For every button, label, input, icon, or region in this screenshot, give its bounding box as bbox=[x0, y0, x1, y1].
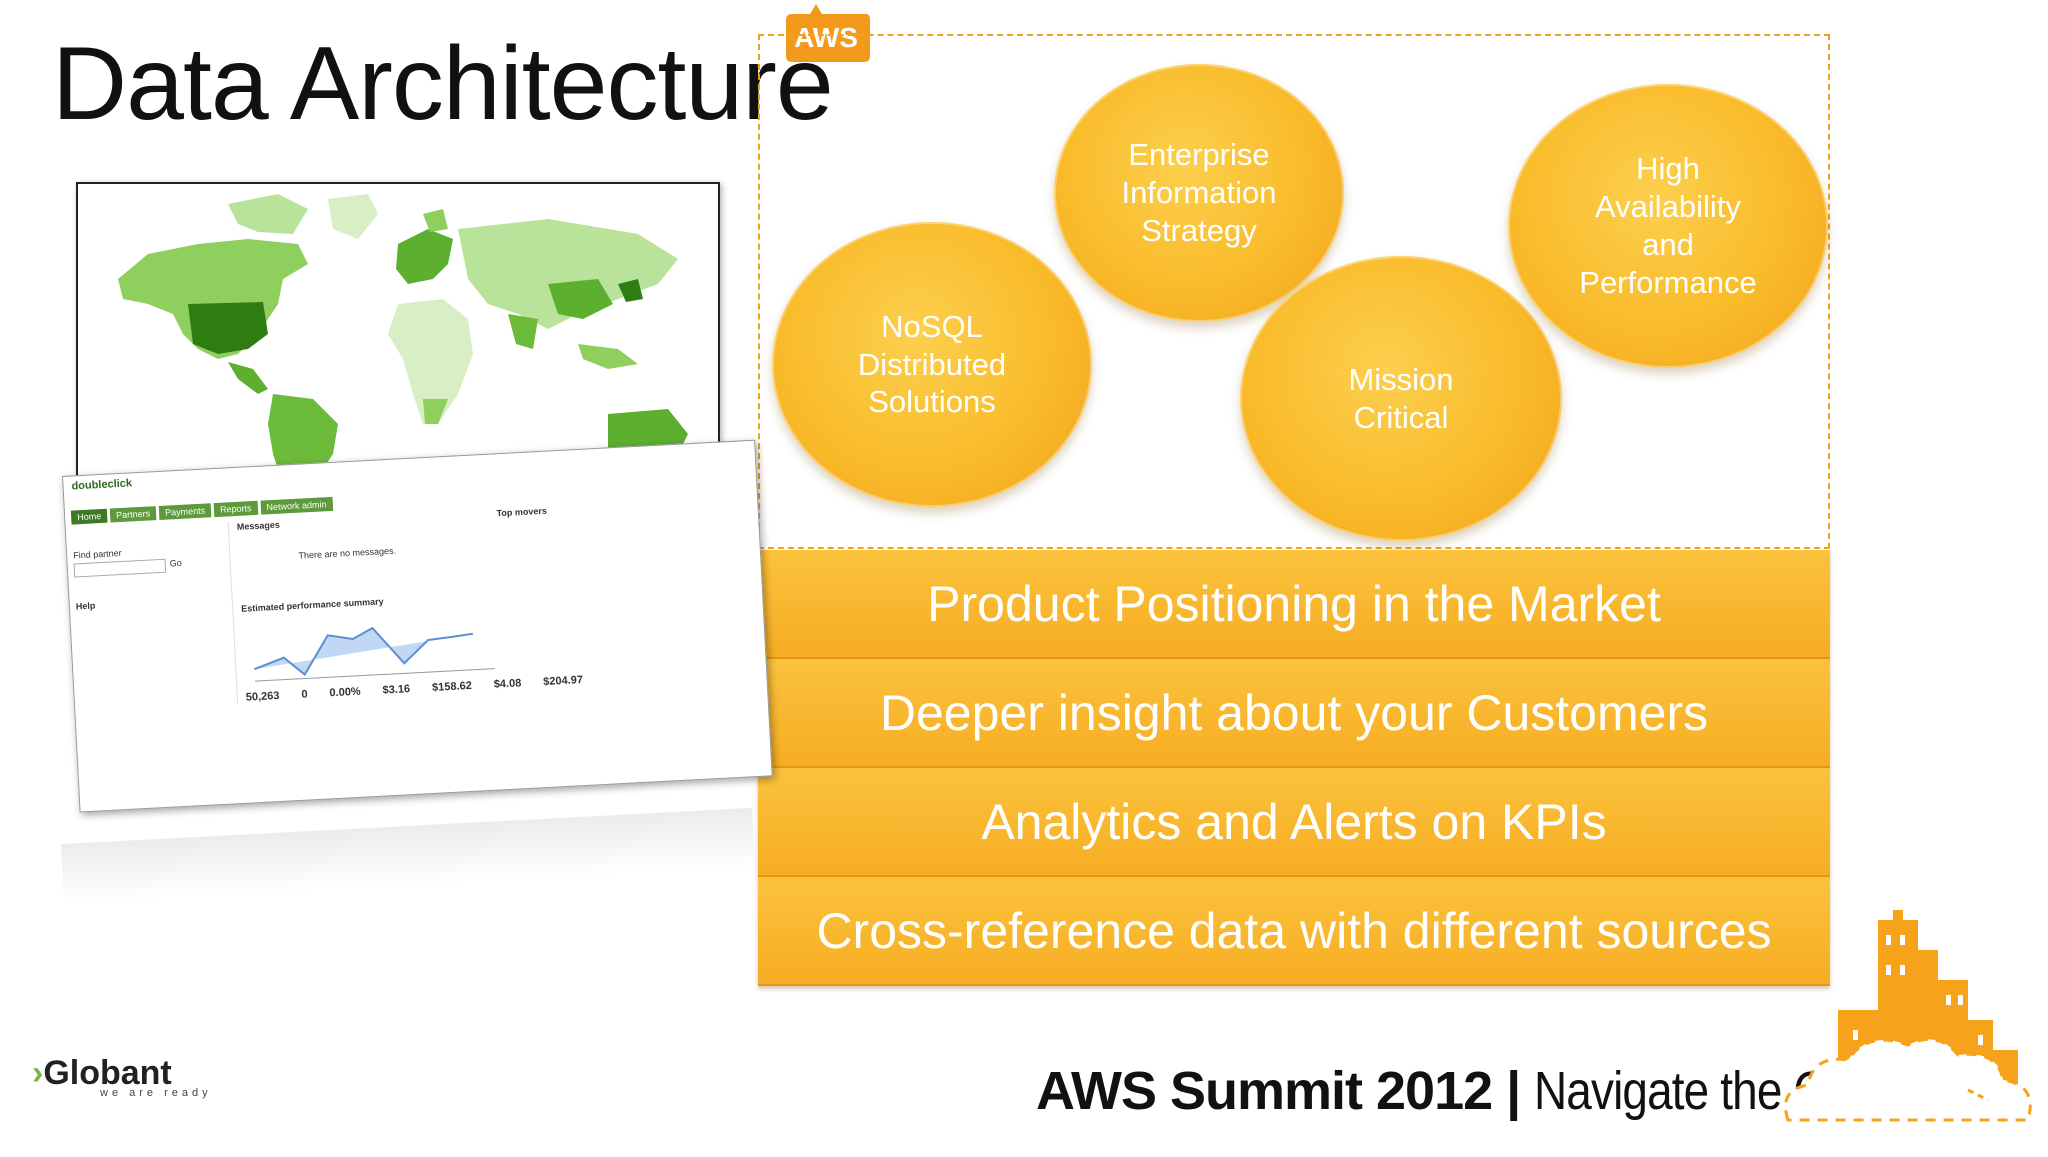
screenshot-reflection bbox=[60, 807, 756, 905]
globant-wordmark: Globant bbox=[43, 1054, 172, 1092]
slide-title: Data Architecture bbox=[52, 26, 834, 142]
circle-availability: High Availability and Performance bbox=[1508, 84, 1828, 368]
metric-value: $3.16 bbox=[382, 683, 411, 697]
globant-chevron-icon: › bbox=[32, 1054, 44, 1092]
circle-availability-label: High Availability and Performance bbox=[1579, 151, 1757, 300]
messages-empty: There are no messages. bbox=[298, 545, 397, 561]
globant-tagline: we are ready bbox=[100, 1087, 212, 1099]
bar-analytics: Analytics and Alerts on KPIs bbox=[758, 768, 1830, 877]
circle-nosql-label: NoSQL Distributed Solutions bbox=[857, 308, 1007, 420]
circle-enterprise-label: Enterprise Information Strategy bbox=[1121, 137, 1277, 248]
bar-insight: Deeper insight about your Customers bbox=[758, 659, 1830, 768]
go-button[interactable]: Go bbox=[169, 557, 182, 569]
metric-value: 50,263 bbox=[245, 689, 280, 704]
metric-value: $158.62 bbox=[431, 679, 473, 694]
circle-nosql: NoSQL Distributed Solutions bbox=[772, 222, 1092, 507]
city-cloud-logo bbox=[1768, 890, 2048, 1152]
dashboard-tab[interactable]: Partners bbox=[109, 506, 157, 523]
bar-crossref: Cross-reference data with different sour… bbox=[758, 877, 1830, 986]
dashboard-main: Messages There are no messages. Top move… bbox=[229, 495, 761, 704]
dashed-frame bbox=[758, 34, 1830, 549]
circle-enterprise: Enterprise Information Strategy bbox=[1054, 64, 1344, 322]
summit-separator: | bbox=[1506, 1061, 1521, 1121]
circle-mission: Mission Critical bbox=[1240, 256, 1562, 541]
dashboard-chart bbox=[254, 626, 495, 682]
bar-crossref-label: Cross-reference data with different sour… bbox=[816, 902, 1772, 959]
find-partner-input[interactable] bbox=[73, 558, 167, 578]
circle-mission-label: Mission Critical bbox=[1348, 361, 1454, 435]
screenshot-collage: doubleclick Home Partners Payments Repor… bbox=[60, 176, 773, 905]
bar-positioning: Product Positioning in the Market bbox=[758, 550, 1830, 659]
dashboard-tab[interactable]: Reports bbox=[213, 500, 258, 518]
aws-badge-shape-icon bbox=[786, 4, 870, 62]
metric-value: 0 bbox=[301, 688, 308, 701]
aws-badge: AWS bbox=[780, 0, 872, 64]
summit-name: AWS Summit 2012 bbox=[1036, 1061, 1493, 1121]
bar-insight-label: Deeper insight about your Customers bbox=[879, 684, 1709, 741]
globant-logo: ›Globant we are ready bbox=[32, 1054, 212, 1099]
bar-positioning-label: Product Positioning in the Market bbox=[927, 575, 1661, 632]
metric-value: $4.08 bbox=[493, 677, 522, 691]
top-movers-header: Top movers bbox=[496, 505, 548, 519]
dashboard-tab[interactable]: Payments bbox=[158, 503, 212, 520]
metric-value: $204.97 bbox=[542, 674, 584, 689]
aws-badge-label: AWS bbox=[794, 22, 858, 53]
metric-value: 0.00% bbox=[329, 685, 361, 700]
dashboard-sidebar: Find partner Go Help bbox=[71, 522, 239, 713]
help-label: Help bbox=[75, 600, 96, 612]
dashboard-tab[interactable]: Home bbox=[70, 508, 108, 525]
bar-analytics-label: Analytics and Alerts on KPIs bbox=[981, 793, 1607, 850]
dashboard-screenshot: doubleclick Home Partners Payments Repor… bbox=[62, 439, 773, 813]
city-cloud-icon bbox=[1784, 910, 2032, 1122]
